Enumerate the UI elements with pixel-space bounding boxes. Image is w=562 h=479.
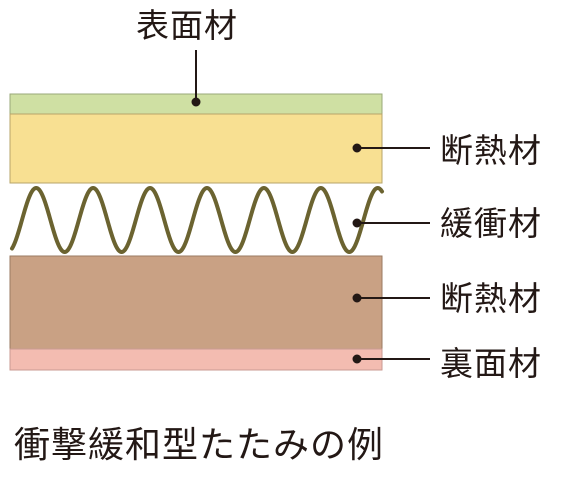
- leader-dot-backing: [352, 354, 362, 364]
- label-cushion: 緩衝材: [440, 204, 542, 243]
- label-backing: 裏面材: [440, 344, 542, 383]
- backing-layer: [9, 348, 383, 371]
- cushion-spring: [10, 186, 384, 254]
- insulation-top-layer: [9, 113, 383, 184]
- leader-dot-cushion: [352, 218, 362, 228]
- label-insulation-top: 断熱材: [440, 131, 542, 170]
- diagram-caption: 衝撃緩和型たたみの例: [14, 425, 385, 466]
- label-insulation-bottom: 断熱材: [440, 279, 542, 318]
- leader-dot-insulation-bottom: [352, 293, 362, 303]
- leader-dot-insulation-top: [352, 143, 362, 153]
- leader-dot-surface: [191, 97, 201, 107]
- insulation-bottom-layer: [9, 255, 383, 350]
- label-surface: 表面材: [136, 6, 238, 45]
